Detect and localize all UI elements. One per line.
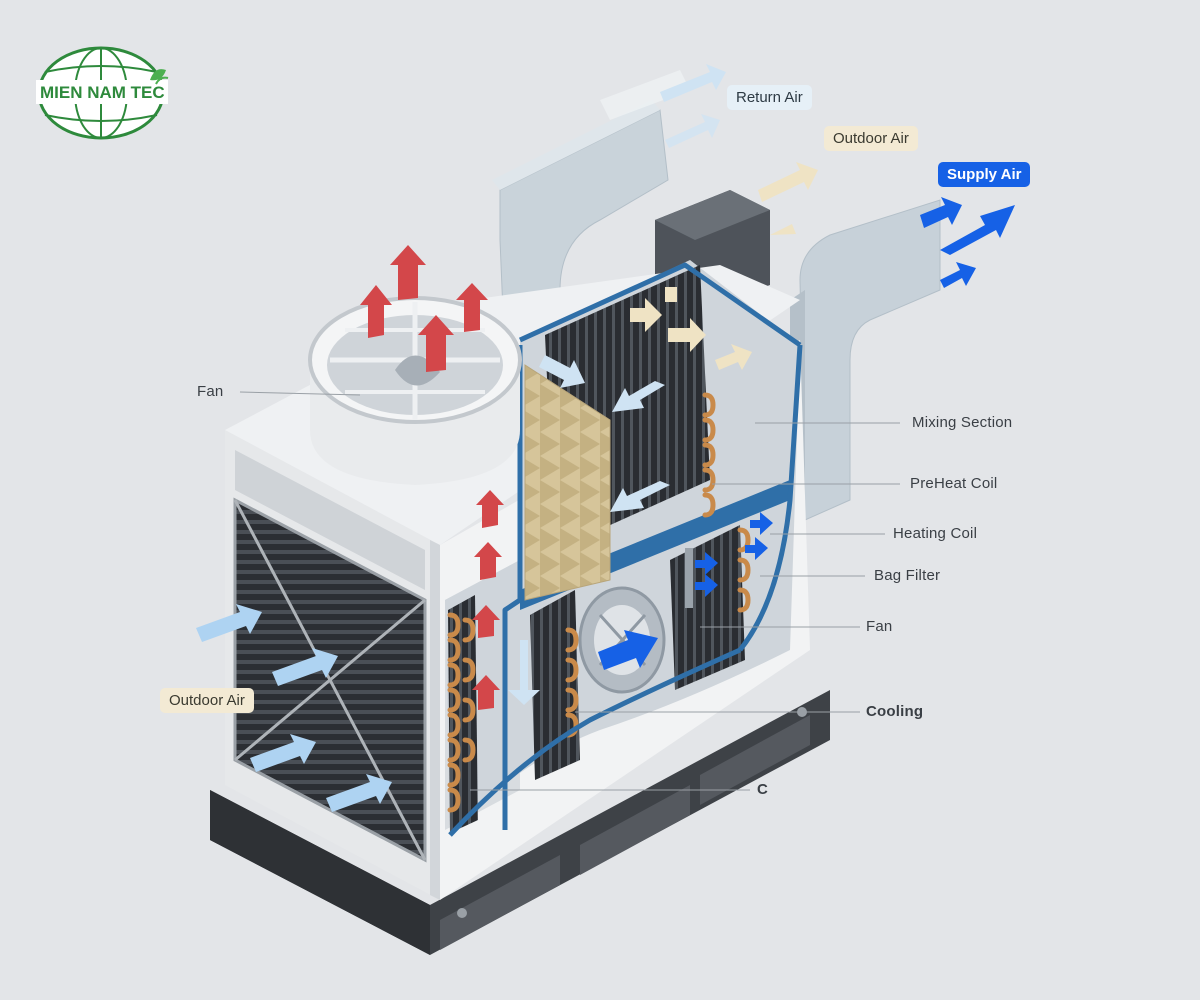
outdoor-air-left-label: Outdoor Air — [160, 688, 254, 713]
outdoor-air-top-label: Outdoor Air — [824, 126, 918, 151]
bag-filter-label: Bag Filter — [874, 567, 941, 584]
logo — [36, 46, 169, 140]
intake-air-arrows — [196, 604, 392, 812]
preheat-coil-label: PreHeat Coil — [910, 475, 998, 492]
left-intake-grille — [233, 450, 427, 863]
exhaust-air-arrows — [360, 245, 504, 710]
fan-left-label: Fan — [197, 383, 224, 400]
unit-base — [210, 690, 830, 955]
filter-icon — [524, 364, 611, 601]
fan-icon — [578, 548, 693, 694]
exhaust-fan — [308, 296, 522, 485]
heating-coil-label: Heating Coil — [893, 525, 978, 542]
return-air-label: Return Air — [727, 85, 812, 110]
globe-logo-icon — [36, 46, 168, 140]
logo-text: MIEN NAM TEC — [40, 83, 165, 102]
fan-right-label: Fan — [866, 618, 893, 635]
casing-cut-outline — [448, 262, 803, 837]
cooling-label: Cooling — [866, 703, 924, 720]
mixing-section-label: Mixing Section — [912, 414, 1013, 431]
supply-air-label: Supply Air — [938, 162, 1031, 187]
supply-air-arrows — [598, 197, 1015, 670]
leader-lines — [239, 391, 900, 791]
outdoor-air-arrows — [630, 162, 818, 370]
return-air-arrows — [508, 64, 726, 705]
bottom-label: C — [757, 781, 769, 798]
coil-icon — [447, 392, 751, 813]
leaf-icon — [150, 69, 169, 85]
